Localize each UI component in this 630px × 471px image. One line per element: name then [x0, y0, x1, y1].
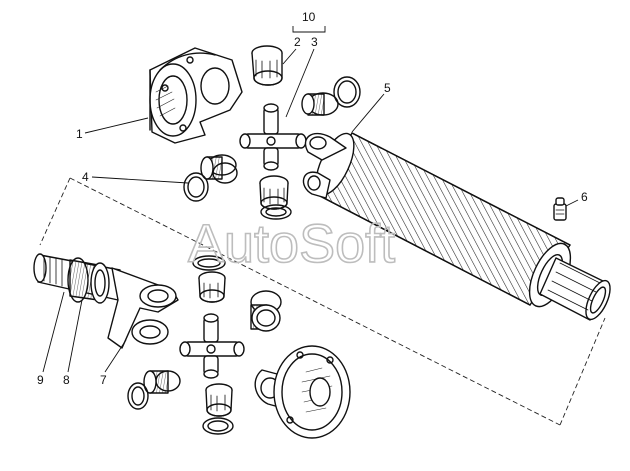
callout-9: 9 [37, 373, 44, 387]
group-bracket-10 [292, 26, 326, 33]
part-1-flange-yoke [149, 47, 243, 144]
lower-left-cup-and-ring [127, 370, 181, 410]
lower-flange-yoke [254, 345, 351, 439]
callout-5: 5 [384, 81, 391, 95]
part-2-bearing-cup [251, 45, 283, 86]
part-7-8-9-splined-yoke-shaft [33, 253, 179, 349]
callout-6: 6 [581, 190, 588, 204]
leader-lines [42, 48, 579, 373]
callout-10: 10 [302, 10, 316, 24]
part-3-cross-spider [239, 103, 307, 171]
callout-3: 3 [311, 35, 318, 49]
needle-bearing-upper-right [301, 76, 361, 116]
lower-bottom-cup-and-ring [202, 383, 234, 435]
callout-1: 1 [76, 127, 83, 141]
part-4-bearing-cup-and-snap-ring [183, 154, 238, 202]
callout-4: 4 [82, 170, 89, 184]
center-bearing-cups [192, 175, 292, 303]
callout-8: 8 [63, 373, 70, 387]
assembly-axis [39, 177, 606, 426]
callout-2: 2 [294, 35, 301, 49]
callout-7: 7 [100, 373, 107, 387]
needle-bearing-lower-right [250, 290, 282, 332]
watermark-text: AutoSoft [188, 214, 395, 274]
part-6-grease-nipple [553, 197, 567, 221]
lower-cross-spider [179, 313, 245, 379]
part-5-tube-shaft [302, 132, 611, 321]
